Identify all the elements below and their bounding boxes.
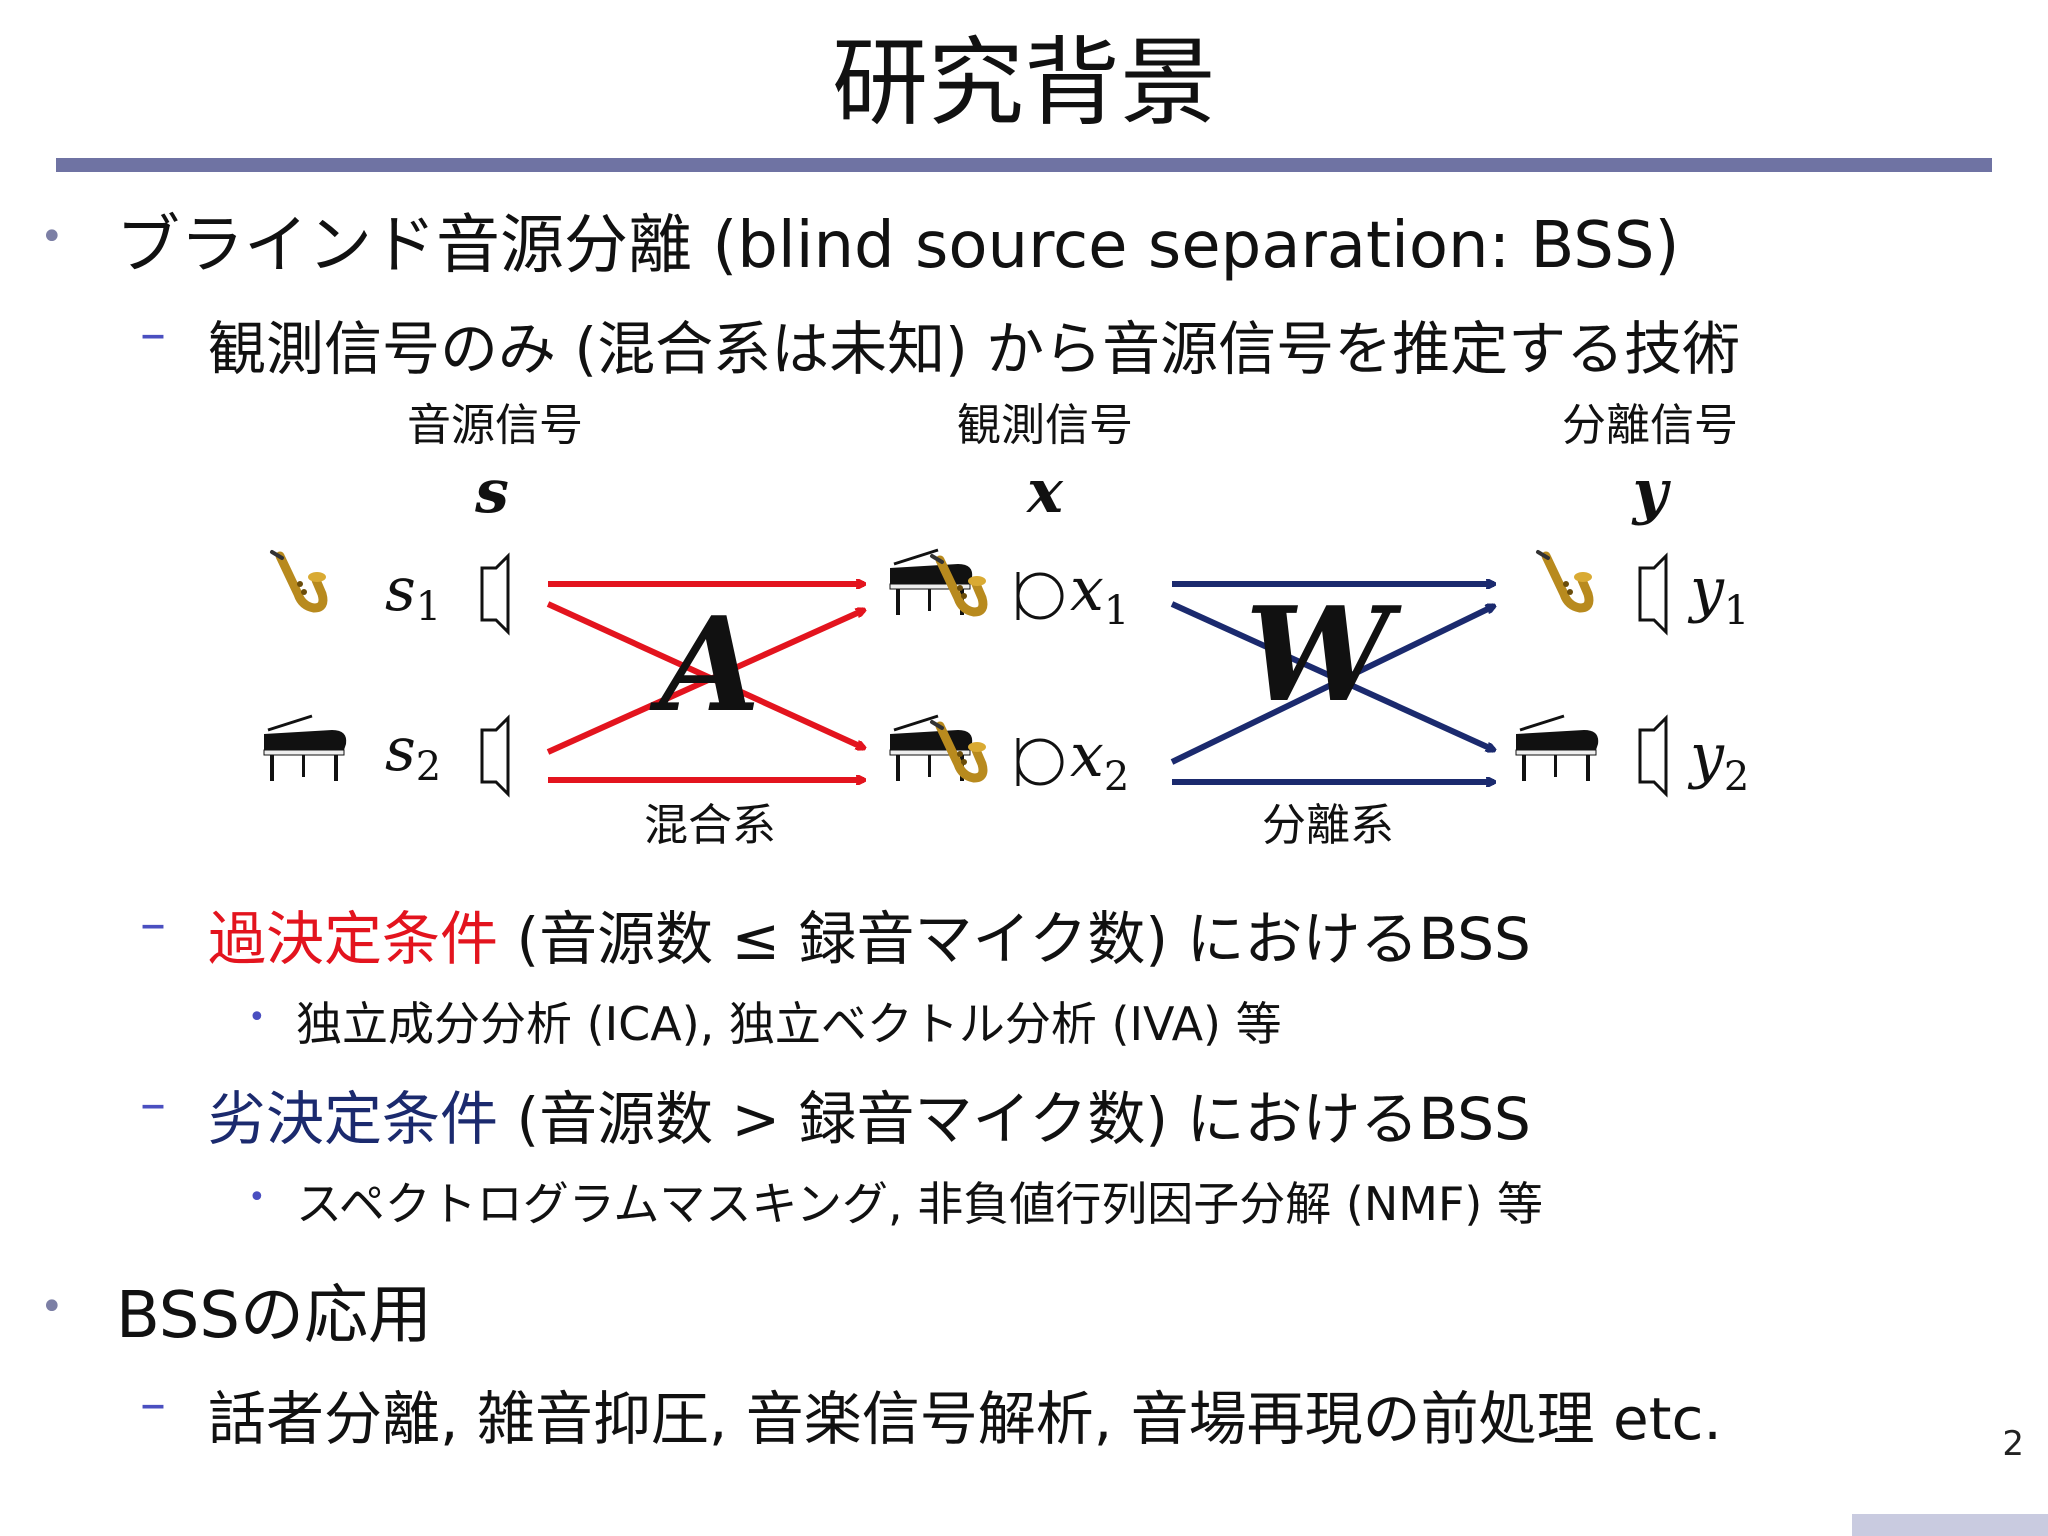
observed-heading: 観測信号	[957, 400, 1133, 451]
piano-icon	[262, 714, 348, 783]
underdetermined-highlight: 劣決定条件	[208, 1085, 499, 1153]
separated-2-label: y2	[1687, 721, 1749, 800]
bullet-marker: •	[40, 214, 64, 260]
overdetermined-line: 過決定条件 (音源数 ≤ 録音マイク数) におけるBSS	[208, 892, 1531, 976]
speaker-icon	[480, 552, 510, 636]
observed-vector-symbol: x	[1025, 457, 1064, 527]
dash-marker: –	[140, 304, 166, 364]
dash-marker: –	[140, 894, 166, 954]
piano-and-saxophone-icon	[888, 714, 986, 783]
bullet-marker: •	[40, 1284, 64, 1330]
applications-heading: BSSの応用	[116, 1279, 433, 1353]
title-underline	[56, 158, 1992, 172]
source-1-label: s1	[385, 555, 441, 630]
mixing-arrows	[546, 584, 864, 780]
applications-list: 話者分離, 雑音抑圧, 音楽信号解析, 音場再現の前処理 etc.	[208, 1385, 1722, 1453]
saxophone-icon	[1538, 552, 1592, 608]
separated-vector-symbol: y	[1631, 457, 1672, 527]
underdetermined-rest: (音源数 > 録音マイク数) におけるBSS	[498, 1085, 1531, 1153]
source-heading: 音源信号	[407, 400, 583, 451]
microphone-icon	[1016, 738, 1064, 786]
mixing-matrix-symbol: A	[649, 588, 761, 741]
bss-definition: 観測信号のみ (混合系は未知) から音源信号を推定する技術	[208, 315, 1741, 383]
piano-and-saxophone-icon	[888, 548, 986, 617]
separated-1-label: y1	[1687, 555, 1749, 634]
slide-title: 研究背景	[832, 27, 1216, 139]
source-2-label: s2	[385, 715, 441, 790]
source-vector-symbol: s	[474, 457, 509, 527]
mixing-system-label: 混合系	[644, 800, 776, 851]
overdetermined-highlight: 過決定条件	[208, 905, 499, 973]
demixing-matrix-symbol: W	[1245, 578, 1402, 731]
underdetermined-line: 劣決定条件 (音源数 > 録音マイク数) におけるBSS	[208, 1072, 1531, 1156]
microphone-icon	[1016, 572, 1064, 620]
speaker-icon	[480, 714, 510, 798]
speaker-icon	[1638, 552, 1668, 636]
saxophone-icon	[272, 552, 326, 608]
underdetermined-methods: スペクトログラムマスキング, 非負値行列因子分解 (NMF) 等	[296, 1177, 1543, 1231]
dash-marker: –	[140, 1374, 166, 1434]
bss-heading: ブラインド音源分離 (blind source separation: BSS)	[116, 209, 1680, 283]
bullet-marker: •	[248, 1180, 266, 1215]
bss-diagram: 音源信号 観測信号 分離信号 s x y s1 s2 A 混合系 x1 x2 W…	[0, 400, 2048, 880]
separation-system-label: 分離系	[1262, 800, 1394, 851]
dash-marker: –	[140, 1074, 166, 1134]
separated-heading: 分離信号	[1562, 400, 1738, 451]
piano-icon	[1514, 714, 1600, 783]
overdetermined-rest: (音源数 ≤ 録音マイク数) におけるBSS	[498, 905, 1531, 973]
speaker-icon	[1638, 714, 1668, 798]
page-number: 2	[2002, 1424, 2024, 1464]
separation-arrows	[1170, 584, 1494, 782]
footer-accent-bar	[1852, 1514, 2048, 1536]
overdetermined-methods: 独立成分分析 (ICA), 独立ベクトル分析 (IVA) 等	[296, 997, 1282, 1051]
bullet-marker: •	[248, 1000, 266, 1035]
observed-1-label: x1	[1070, 555, 1129, 634]
observed-2-label: x2	[1070, 721, 1129, 800]
